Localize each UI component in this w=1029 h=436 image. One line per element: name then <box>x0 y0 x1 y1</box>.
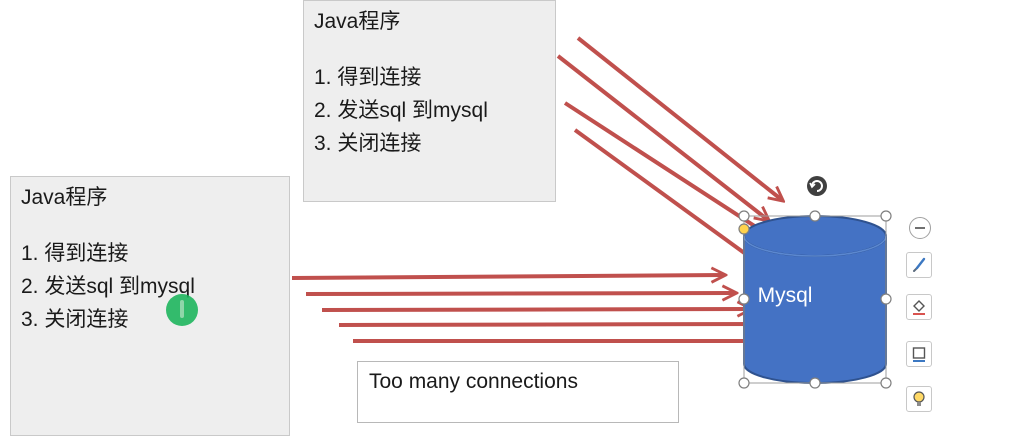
fill-button[interactable] <box>906 294 932 320</box>
diagonal-arrows <box>556 36 782 268</box>
connection-arrow <box>338 324 768 325</box>
collapse-button[interactable] <box>909 217 931 239</box>
step-get-connection: 1. 得到连接 <box>314 66 422 89</box>
cursor-icon <box>180 300 184 318</box>
box-title: Java程序 <box>314 10 401 33</box>
step-close-connection: 3. 关闭连接 <box>21 308 129 331</box>
collapse-minus-icon <box>915 227 925 229</box>
java-program-box-top[interactable]: Java程序 1. 得到连接 2. 发送sql 到mysql 3. 关闭连接 <box>303 0 556 202</box>
brush-icon <box>913 257 926 272</box>
step-close-connection: 3. 关闭连接 <box>314 132 422 155</box>
connection-arrow <box>321 309 750 310</box>
step-get-connection: 1. 得到连接 <box>21 242 129 265</box>
outline-button[interactable] <box>906 341 932 367</box>
box-title: Java程序 <box>21 186 108 209</box>
java-program-box-left[interactable]: Java程序 1. 得到连接 2. 发送sql 到mysql 3. 关闭连接 <box>10 176 290 436</box>
design-ideas-button[interactable] <box>906 386 932 412</box>
connection-arrow <box>573 128 765 268</box>
lightbulb-icon <box>913 391 925 406</box>
selection-handles <box>738 210 892 389</box>
connection-arrow <box>576 36 782 200</box>
connection-arrow <box>563 101 773 238</box>
too-many-connections-box[interactable]: Too many connections <box>357 361 679 423</box>
connection-arrow <box>305 293 735 294</box>
horizontal-arrows <box>291 275 785 341</box>
connection-arrow <box>556 54 768 220</box>
style-button[interactable] <box>906 252 932 278</box>
step-send-sql: 2. 发送sql 到mysql <box>21 275 195 298</box>
rotate-handle-icon <box>807 176 827 196</box>
database-label: Mysql <box>758 284 813 307</box>
outline-icon <box>912 347 926 362</box>
fill-bucket-icon <box>913 300 925 315</box>
step-send-sql: 2. 发送sql 到mysql <box>314 99 488 122</box>
connection-arrow <box>291 275 724 278</box>
